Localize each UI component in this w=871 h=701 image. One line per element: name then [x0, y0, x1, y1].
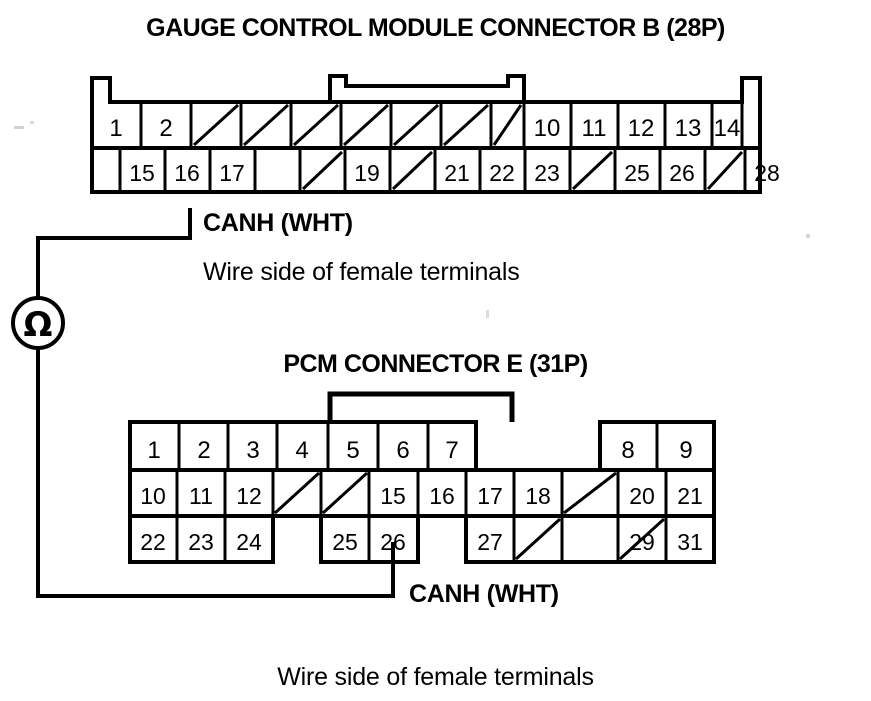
gauge-connector-title: GAUGE CONTROL MODULE CONNECTOR B (28P) — [146, 14, 725, 42]
upper-test-lead — [36, 208, 192, 298]
pin-label: 3 — [246, 437, 259, 464]
ohmmeter-test-lead-wiring: Ω — [11, 208, 395, 598]
pin-label: 2 — [159, 115, 172, 142]
pin-label: 6 — [396, 437, 409, 464]
pin-label: 12 — [236, 483, 262, 509]
pin-label: 21 — [444, 160, 470, 186]
pin-label: 7 — [445, 437, 458, 464]
pin-label: 27 — [477, 529, 503, 555]
pin-label: 15 — [129, 160, 155, 186]
pin-label: 16 — [429, 483, 455, 509]
pcm-row-1-pin-numbers: 1 2 3 4 5 6 7 8 9 — [147, 437, 692, 464]
gauge-row-2-blank-cells — [301, 150, 744, 191]
pin-label: 28 — [754, 160, 780, 186]
pcm-row-2-blank-cells — [273, 471, 617, 515]
pcm-row-2 — [128, 468, 716, 518]
pin-label: 17 — [477, 483, 503, 509]
pin-label: 14 — [714, 115, 741, 142]
pcm-row-3-grid — [175, 516, 668, 562]
pin-label: 25 — [332, 529, 358, 555]
pin-label: 9 — [679, 437, 692, 464]
pcm-row-1-grid — [177, 422, 659, 470]
scan-artifact — [14, 126, 24, 129]
lower-test-lead — [36, 348, 395, 598]
pin-label: 19 — [354, 160, 380, 186]
scan-artifact — [486, 310, 489, 318]
pin-label: 15 — [380, 483, 406, 509]
pin-label: 22 — [140, 529, 166, 555]
pin-label: 29 — [629, 529, 655, 555]
gauge-row-1-blank-cells — [192, 103, 523, 147]
scan-artifact — [30, 121, 34, 124]
ohmmeter-symbol: Ω — [11, 296, 65, 350]
pin-label: 1 — [109, 115, 122, 142]
gauge-row-1-pin-numbers: 1 2 10 11 12 13 14 — [109, 115, 740, 142]
pin-label: 31 — [677, 529, 703, 555]
pcm-connector-title: PCM CONNECTOR E (31P) — [283, 350, 588, 378]
gauge-view-note: Wire side of female terminals — [203, 258, 520, 286]
gauge-canh-wire-label: CANH (WHT) — [203, 209, 353, 237]
pin-label: 23 — [534, 160, 560, 186]
pin-label: 21 — [677, 483, 703, 509]
pin-label: 8 — [621, 437, 634, 464]
pin-label: 11 — [582, 115, 607, 142]
pin-label: 11 — [189, 483, 213, 509]
pin-label: 22 — [489, 160, 515, 186]
pin-label: 24 — [236, 529, 262, 555]
pin-label: 10 — [140, 483, 166, 509]
pin-label: 1 — [147, 437, 160, 464]
pin-label: 26 — [669, 160, 695, 186]
gauge-control-module-connector-b: 1 2 10 11 12 13 14 15 16 17 19 21 — [90, 74, 780, 194]
pin-label: 5 — [346, 437, 359, 464]
pin-label: 13 — [675, 115, 702, 142]
ohm-glyph: Ω — [24, 305, 53, 345]
pin-label: 10 — [534, 115, 561, 142]
pin-label: 20 — [629, 483, 655, 509]
pcm-row-3-blank-cells — [514, 517, 666, 561]
pcm-canh-wire-label: CANH (WHT) — [409, 580, 559, 608]
pin-label: 2 — [197, 437, 210, 464]
pin-label: 18 — [525, 483, 551, 509]
scan-artifact — [806, 234, 810, 238]
pin-label: 23 — [188, 529, 214, 555]
pcm-row-2-grid — [175, 470, 668, 516]
gauge-row-1-grid — [139, 102, 744, 148]
pin-label: 25 — [624, 160, 650, 186]
pcm-view-note: Wire side of female terminals — [277, 663, 594, 691]
pin-label: 12 — [628, 115, 655, 142]
gauge-row-2-pin-numbers: 15 16 17 19 21 22 23 25 26 28 — [129, 160, 780, 186]
pin-label: 17 — [219, 160, 245, 186]
pcm-row-2-pin-numbers: 10 11 12 15 16 17 18 20 21 — [140, 483, 703, 509]
pin-label: 16 — [174, 160, 200, 186]
pcm-row-3-pin-numbers: 22 23 24 25 26 27 29 31 — [140, 529, 703, 555]
gauge-row-2-grid — [118, 148, 747, 192]
pcm-locking-tab — [327, 391, 515, 422]
pcm-connector-e: 1 2 3 4 5 6 7 8 9 10 11 12 15 16 17 1 — [128, 391, 716, 564]
pin-label: 4 — [295, 437, 308, 464]
